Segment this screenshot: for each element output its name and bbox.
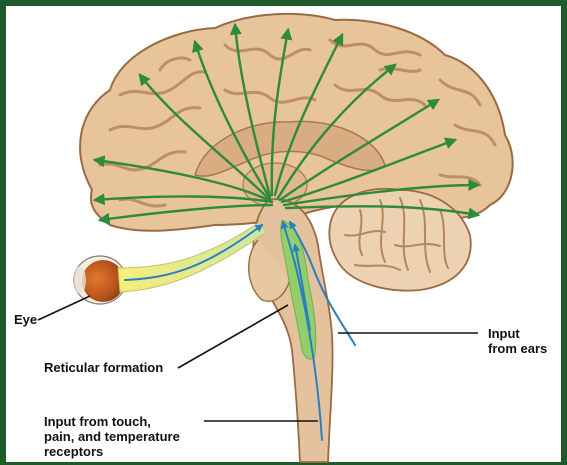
eye-icon xyxy=(74,256,126,304)
eye-label: Eye xyxy=(14,312,37,327)
optic-tract xyxy=(118,222,266,292)
input-from-touch-label: Input from touch, pain, and temperature … xyxy=(44,414,180,459)
reticular-formation-label: Reticular formation xyxy=(44,360,163,375)
leader-lines xyxy=(38,296,478,421)
input-from-ears-label: Input from ears xyxy=(488,326,547,356)
